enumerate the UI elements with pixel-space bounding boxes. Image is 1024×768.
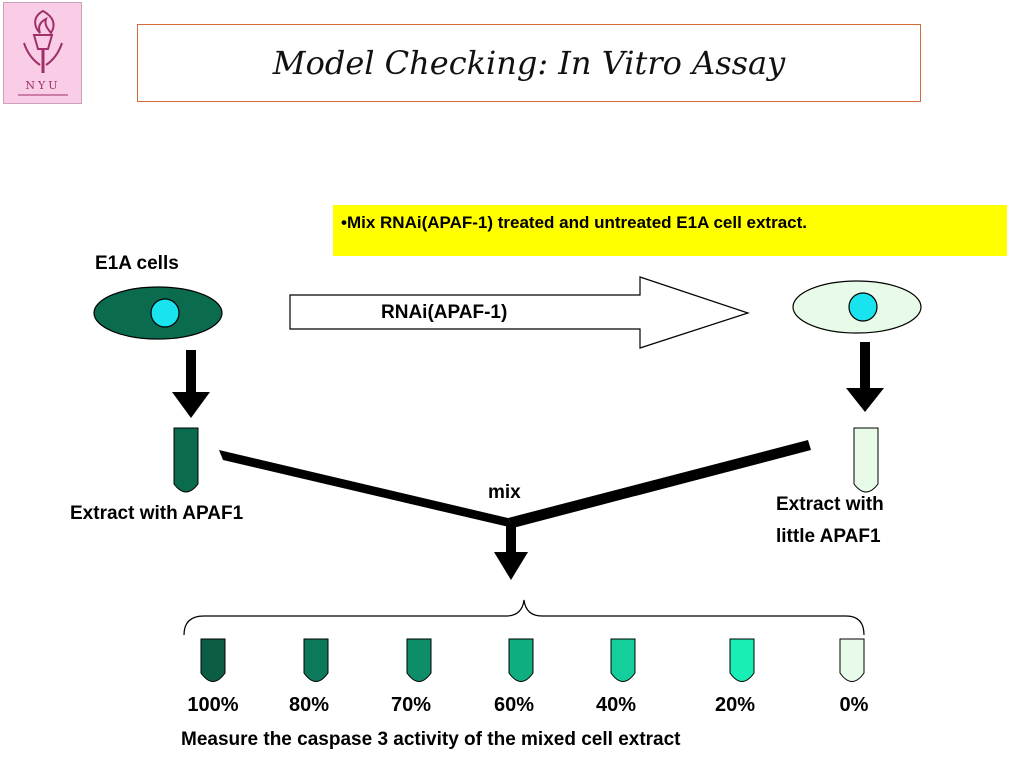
mixture-percent-label: 80% [288,694,330,716]
mixture-percent-label: 100% [187,694,239,716]
mixture-tube [200,638,226,682]
nyu-logo: NYU [3,2,82,104]
mixture-tube [303,638,329,682]
torch-icon: NYU [18,9,68,96]
mixture-percent-label: 60% [493,694,535,716]
mixture-tubes [200,638,865,682]
extract-little-apaf1-label-line1: Extract with [776,494,884,515]
page-title: Model Checking: In Vitro Assay [272,44,786,82]
extract-tube-with-apaf1 [173,427,199,493]
mixture-percent-label: 20% [714,694,756,716]
right-down-arrow [846,342,884,412]
mixture-percent-label: 0% [839,694,869,716]
rnai-treatment-arrow [289,276,750,349]
untreated-cell-nucleus [150,298,180,328]
mixture-tube [729,638,755,682]
left-down-arrow [172,350,210,418]
mixture-percent-label: 70% [390,694,432,716]
mixture-percent-label: 40% [595,694,637,716]
title-box: Model Checking: In Vitro Assay [137,24,921,102]
mix-label: mix [488,482,521,503]
mix-line-left [219,450,513,528]
mix-down-arrow [494,524,528,580]
mixture-tube [406,638,432,682]
extract-with-apaf1-label: Extract with APAF1 [70,503,244,524]
treated-cell-nucleus [848,292,878,322]
extract-tube-little-apaf1 [853,427,879,493]
extract-little-apaf1-label-line2: little APAF1 [776,526,881,547]
note-text: •Mix RNAi(APAF-1) treated and untreated … [341,213,807,232]
measure-caption: Measure the caspase 3 activity of the mi… [181,729,681,750]
rnai-label: RNAi(APAF-1) [381,302,508,323]
mix-line-right [508,440,811,528]
mixture-tube [508,638,534,682]
mixture-tube [839,638,865,682]
note-box: •Mix RNAi(APAF-1) treated and untreated … [333,205,1007,256]
e1a-cells-label: E1A cells [95,253,179,274]
mixture-tube [610,638,636,682]
svg-text:NYU: NYU [25,79,60,92]
mixture-brace [183,599,865,636]
